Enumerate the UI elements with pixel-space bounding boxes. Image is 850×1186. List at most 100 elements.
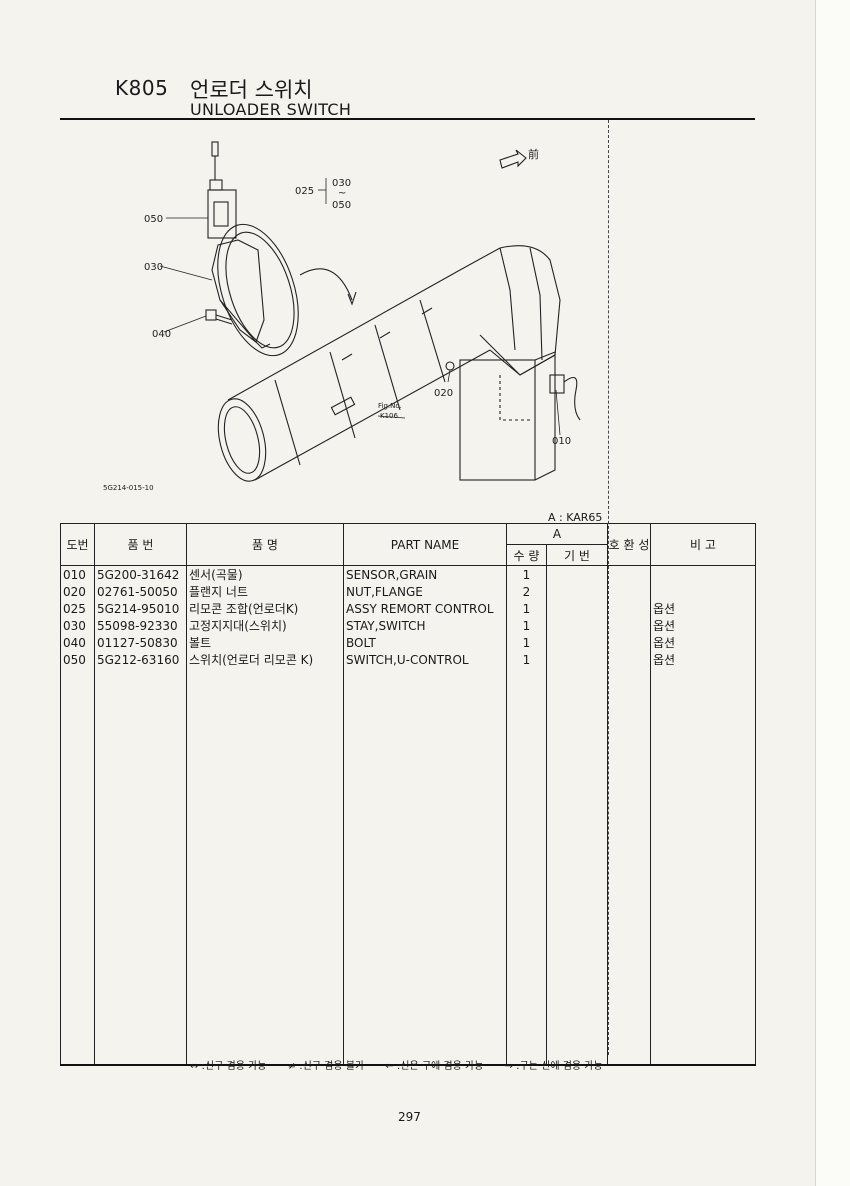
header-group-a: A (506, 523, 608, 545)
cell-name-ko: 스위치(언로더 리모콘 K) (186, 651, 344, 668)
cell-no: 040 (60, 634, 95, 651)
cell-base (546, 651, 608, 668)
cell-interchange (607, 617, 651, 634)
cell-name-en: SENSOR,GRAIN (343, 565, 507, 583)
clamp-band-illustration (217, 223, 299, 357)
cell-interchange (607, 634, 651, 651)
cell-name-ko: 센서(곡물) (186, 565, 344, 583)
cell-base (546, 565, 608, 583)
cell-part-no: 01127-50830 (94, 634, 187, 651)
cell-base (546, 583, 608, 600)
cell-remarks: 옵션 (650, 617, 756, 634)
callout-020: 020 (434, 388, 453, 399)
callout-050: 050 (144, 214, 163, 225)
legend-item: ↔ :신구 겸용 가능 (190, 1061, 267, 1072)
header-rule (60, 118, 755, 120)
parts-table: 도번 품 번 품 명 PART NAME A 호 환 성 비 고 수 량 기 번… (60, 523, 756, 1066)
flange-nut-illustration (445, 361, 455, 371)
front-label: 前 (528, 147, 539, 161)
legend-item: ≠ :신구 겸용 불가 (287, 1061, 365, 1072)
cell-part-no: 5G214-95010 (94, 600, 187, 617)
cell-name-en: BOLT (343, 634, 507, 651)
header-part-name: PART NAME (343, 523, 507, 566)
header-base: 기 번 (546, 544, 608, 566)
cell-name-ko: 리모콘 조합(언로더K) (186, 600, 344, 617)
cell-name-en: NUT,FLANGE (343, 583, 507, 600)
cell-name-en: ASSY REMORT CONTROL (343, 600, 507, 617)
cell-qty: 1 (506, 617, 547, 634)
page-number: 297 (398, 1110, 421, 1124)
fig-ref-label: Fig.No. (378, 402, 402, 410)
assembly-arrow (299, 268, 353, 301)
legend-item: ← :신은 구에 겸용 가능 (385, 1061, 484, 1072)
callout-range-tilde: ~ (338, 188, 346, 199)
cell-no: 050 (60, 651, 95, 668)
cell-interchange (607, 600, 651, 617)
cell-remarks: 옵션 (650, 600, 756, 617)
cell-part-no: 02761-50050 (94, 583, 187, 600)
cell-name-en: STAY,SWITCH (343, 617, 507, 634)
cell-remarks (650, 565, 756, 583)
switch-part-illustration (207, 141, 237, 239)
section-title-korean: 언로더 스위치 (190, 78, 313, 102)
exploded-parts-diagram: 050 030 040 025 030 ~ 050 020 010 前 Fig.… (144, 141, 581, 482)
table-row: 010 5G200-31642 센서(곡물) SENSOR,GRAIN 1 (60, 565, 756, 583)
cell-part-no: 5G200-31642 (94, 565, 187, 583)
cell-qty: 1 (506, 634, 547, 651)
table-blank-area (60, 668, 756, 1066)
cell-remarks: 옵션 (650, 651, 756, 668)
cell-base (546, 617, 608, 634)
table-row: 025 5G214-95010 리모콘 조합(언로더K) ASSY REMORT… (60, 600, 756, 617)
cell-remarks (650, 583, 756, 600)
callout-050-range: 050 (332, 200, 351, 211)
section-title-english: UNLOADER SWITCH (190, 100, 352, 119)
stay-bracket-illustration (211, 239, 265, 344)
cell-base (546, 634, 608, 651)
cell-name-ko: 볼트 (186, 634, 344, 651)
cell-no: 020 (60, 583, 95, 600)
section-code: K805 (115, 76, 169, 100)
callout-030: 030 (144, 262, 163, 273)
auger-tube-illustration (217, 269, 491, 482)
header-qty: 수 량 (506, 544, 547, 566)
unloader-head-illustration (459, 245, 561, 481)
header-name-ko: 품 명 (186, 523, 344, 566)
header-no: 도번 (60, 523, 95, 566)
sensor-cable-illustration (549, 374, 581, 421)
bolt-illustration (205, 309, 233, 325)
cell-qty: 1 (506, 600, 547, 617)
callout-010: 010 (552, 436, 571, 447)
cell-qty: 2 (506, 583, 547, 600)
front-direction-arrow (499, 149, 527, 169)
cell-name-en: SWITCH,U-CONTROL (343, 651, 507, 668)
table-row: 040 01127-50830 볼트 BOLT 1 옵션 (60, 634, 756, 651)
header-interchange: 호 환 성 (607, 523, 651, 566)
cell-interchange (607, 583, 651, 600)
cell-base (546, 600, 608, 617)
table-row: 020 02761-50050 플랜지 너트 NUT,FLANGE 2 (60, 583, 756, 600)
callout-030-range: 030 (332, 178, 351, 189)
cell-remarks: 옵션 (650, 634, 756, 651)
cell-qty: 1 (506, 565, 547, 583)
page-edge (815, 0, 850, 1186)
header-part-no: 품 번 (94, 523, 187, 566)
fig-ref-number: K106 (380, 412, 398, 420)
table-row: 050 5G212-63160 스위치(언로더 리모콘 K) SWITCH,U-… (60, 651, 756, 668)
cell-no: 025 (60, 600, 95, 617)
legend-item: → :구는 신에 겸용 가능 (504, 1061, 603, 1072)
interchange-legend: ↔ :신구 겸용 가능 ≠ :신구 겸용 불가 ← :신은 구에 겸용 가능 →… (190, 1057, 621, 1072)
cell-interchange (607, 651, 651, 668)
cell-part-no: 55098-92330 (94, 617, 187, 634)
cell-part-no: 5G212-63160 (94, 651, 187, 668)
table-row: 030 55098-92330 고정지지대(스위치) STAY,SWITCH 1… (60, 617, 756, 634)
drawing-code: 5G214-015-10 (103, 484, 154, 492)
cell-name-ko: 플랜지 너트 (186, 583, 344, 600)
cell-qty: 1 (506, 651, 547, 668)
cell-name-ko: 고정지지대(스위치) (186, 617, 344, 634)
cell-no: 010 (60, 565, 95, 583)
cell-no: 030 (60, 617, 95, 634)
header-remarks: 비 고 (650, 523, 756, 566)
cell-interchange (607, 565, 651, 583)
callout-025: 025 (295, 186, 314, 197)
